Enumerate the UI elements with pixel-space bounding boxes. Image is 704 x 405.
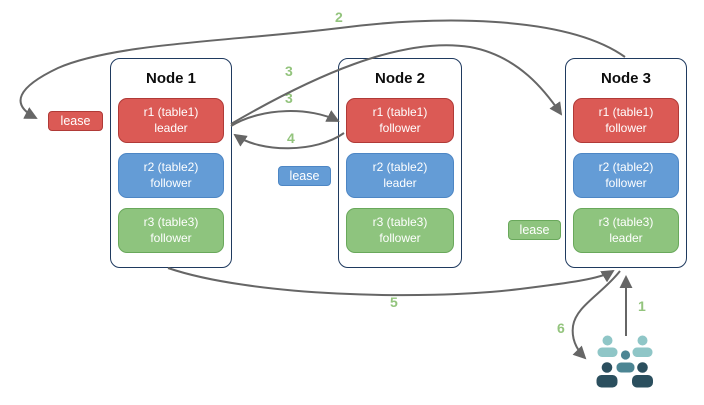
replica-role: leader bbox=[154, 120, 188, 135]
node-1-panel: Node 1 r1 (table1) leader r2 (table2) fo… bbox=[110, 58, 232, 268]
replica-name: r2 (table2) bbox=[598, 159, 654, 174]
node1-replica-r1-table1-leader: r1 (table1) leader bbox=[118, 98, 224, 143]
replica-role: follower bbox=[150, 230, 192, 245]
node-3-panel: Node 3 r1 (table1) follower r2 (table2) … bbox=[565, 58, 687, 268]
node-1-title: Node 1 bbox=[145, 70, 196, 87]
replica-name: r3 (table3) bbox=[598, 214, 654, 229]
arrow-step-5 bbox=[167, 267, 615, 297]
lease-badge-table2: lease bbox=[278, 166, 331, 186]
lease-badge-table3: lease bbox=[508, 220, 561, 240]
node2-replica-r1-table1-follower: r1 (table1) follower bbox=[346, 98, 454, 143]
replica-name: r2 (table2) bbox=[372, 159, 428, 174]
node-2-title: Node 2 bbox=[374, 70, 425, 87]
step-label-3b: 3 bbox=[285, 90, 293, 106]
node3-replica-r2-table2-follower: r2 (table2) follower bbox=[573, 153, 679, 198]
replica-name: r3 (table3) bbox=[143, 214, 199, 229]
replica-role: follower bbox=[379, 120, 421, 135]
step-label-2: 2 bbox=[335, 9, 343, 25]
replica-name: r1 (table1) bbox=[372, 104, 428, 119]
users-icon bbox=[596, 335, 653, 388]
node2-replica-r2-table2-leader: r2 (table2) leader bbox=[346, 153, 454, 198]
replica-role: follower bbox=[379, 230, 421, 245]
replica-name: r1 (table1) bbox=[598, 104, 654, 119]
step-label-3a: 3 bbox=[285, 63, 293, 79]
node3-replica-r1-table1-follower: r1 (table1) follower bbox=[573, 98, 679, 143]
replica-role: follower bbox=[150, 175, 192, 190]
step-label-5: 5 bbox=[390, 294, 398, 310]
step-label-6: 6 bbox=[557, 320, 565, 336]
replica-role: follower bbox=[605, 120, 647, 135]
step-label-4: 4 bbox=[287, 130, 295, 146]
lease-badge-table1: lease bbox=[48, 111, 103, 131]
replica-role: leader bbox=[609, 230, 643, 245]
node2-replica-r3-table3-follower: r3 (table3) follower bbox=[346, 208, 454, 253]
replica-role: follower bbox=[605, 175, 647, 190]
replica-name: r1 (table1) bbox=[143, 104, 199, 119]
replica-name: r3 (table3) bbox=[372, 214, 428, 229]
node-2-panel: Node 2 r1 (table1) follower r2 (table2) … bbox=[338, 58, 462, 268]
node1-replica-r2-table2-follower: r2 (table2) follower bbox=[118, 153, 224, 198]
node1-replica-r3-table3-follower: r3 (table3) follower bbox=[118, 208, 224, 253]
replica-name: r2 (table2) bbox=[143, 159, 199, 174]
node-3-title: Node 3 bbox=[600, 70, 651, 87]
replica-role: leader bbox=[383, 175, 417, 190]
arrow-step-6 bbox=[571, 270, 621, 360]
step-label-1: 1 bbox=[638, 298, 646, 314]
node3-replica-r3-table3-leader: r3 (table3) leader bbox=[573, 208, 679, 253]
arrow-step-3-to-node2 bbox=[230, 110, 340, 127]
